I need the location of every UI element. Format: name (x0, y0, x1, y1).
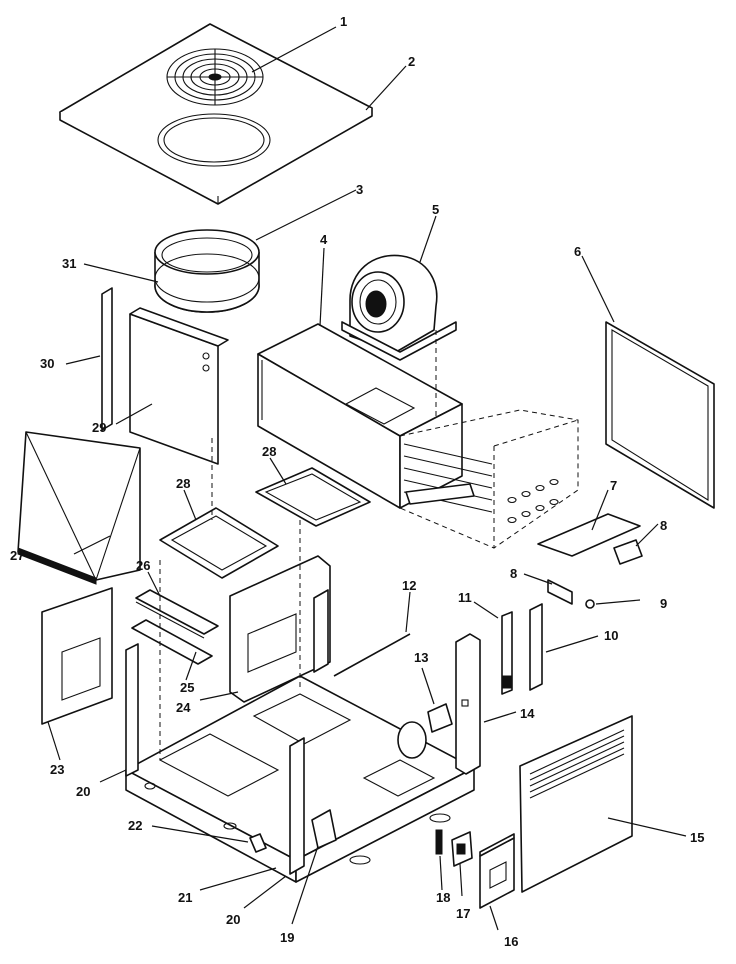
clip-8-lower (547, 579, 573, 605)
side-strip-11 (501, 611, 513, 695)
blower-housing (341, 254, 457, 361)
front-panel-15 (519, 715, 633, 893)
callout-5: 5 (432, 202, 439, 217)
callout-20-bottom: 20 (226, 912, 240, 927)
callout-15: 15 (690, 830, 704, 845)
bracket-7 (537, 513, 641, 557)
access-panel-27 (17, 431, 141, 585)
top-panel (59, 23, 373, 205)
corner-strip-30 (101, 287, 113, 431)
door-panel-16 (479, 833, 515, 909)
callout-21: 21 (178, 890, 192, 905)
corner-post-20-left (125, 643, 139, 777)
callout-13: 13 (414, 650, 428, 665)
callout-25: 25 (180, 680, 194, 695)
gas-valve-19 (311, 809, 337, 849)
inducer-motor-13 (397, 703, 453, 759)
callout-17: 17 (456, 906, 470, 921)
leader-lines (47, 26, 687, 931)
clip-8-upper (613, 539, 643, 565)
callout-27: 27 (10, 548, 24, 563)
switch-17 (451, 831, 473, 867)
callout-24: 24 (176, 700, 191, 715)
callout-9: 9 (660, 596, 667, 611)
callout-22: 22 (128, 818, 142, 833)
callout-11: 11 (458, 590, 472, 605)
rod-12 (333, 633, 411, 677)
callout-23: 23 (50, 762, 64, 777)
filter-panel (605, 321, 715, 509)
screw-9 (585, 599, 595, 609)
callout-29: 29 (92, 420, 106, 435)
heat-exchanger (399, 409, 579, 549)
callout-14: 14 (520, 706, 535, 721)
callout-31: 31 (62, 256, 76, 271)
callout-3: 3 (356, 182, 363, 197)
callout-7: 7 (610, 478, 617, 493)
burner-22 (249, 833, 267, 853)
drain-pan-28-lower (159, 507, 279, 579)
fuse-18 (435, 829, 443, 855)
callout-20-left: 20 (76, 784, 90, 799)
callout-6: 6 (574, 244, 581, 259)
callout-8-upper: 8 (660, 518, 667, 533)
callout-28-upper: 28 (262, 444, 276, 459)
rail-26 (135, 589, 219, 639)
rail-25 (131, 619, 213, 665)
callout-18: 18 (436, 890, 450, 905)
side-panel-29 (129, 307, 229, 465)
callout-19: 19 (280, 930, 294, 945)
callout-10: 10 (604, 628, 618, 643)
callout-numbers: 1 2 3 31 5 4 6 30 29 28 28 27 7 8 8 9 26… (10, 14, 704, 949)
corner-post-20-front (289, 737, 305, 875)
callout-28-lower: 28 (176, 476, 190, 491)
callout-12: 12 (402, 578, 416, 593)
callout-4: 4 (320, 232, 328, 247)
callout-30: 30 (40, 356, 54, 371)
side-panel-23 (41, 587, 113, 725)
callout-16: 16 (504, 934, 518, 949)
partition-wall (313, 589, 329, 673)
callout-2: 2 (408, 54, 415, 69)
blower-compartment (257, 323, 463, 509)
assembly-guide-lines (159, 438, 301, 760)
fan-grille (166, 48, 264, 106)
callout-26: 26 (136, 558, 150, 573)
side-strip-10 (529, 603, 543, 691)
callout-1: 1 (340, 14, 347, 29)
callout-8-lower: 8 (510, 566, 517, 581)
corner-post-14 (455, 633, 481, 775)
partition-24 (229, 555, 331, 703)
fan-orifice-ring (154, 229, 260, 313)
